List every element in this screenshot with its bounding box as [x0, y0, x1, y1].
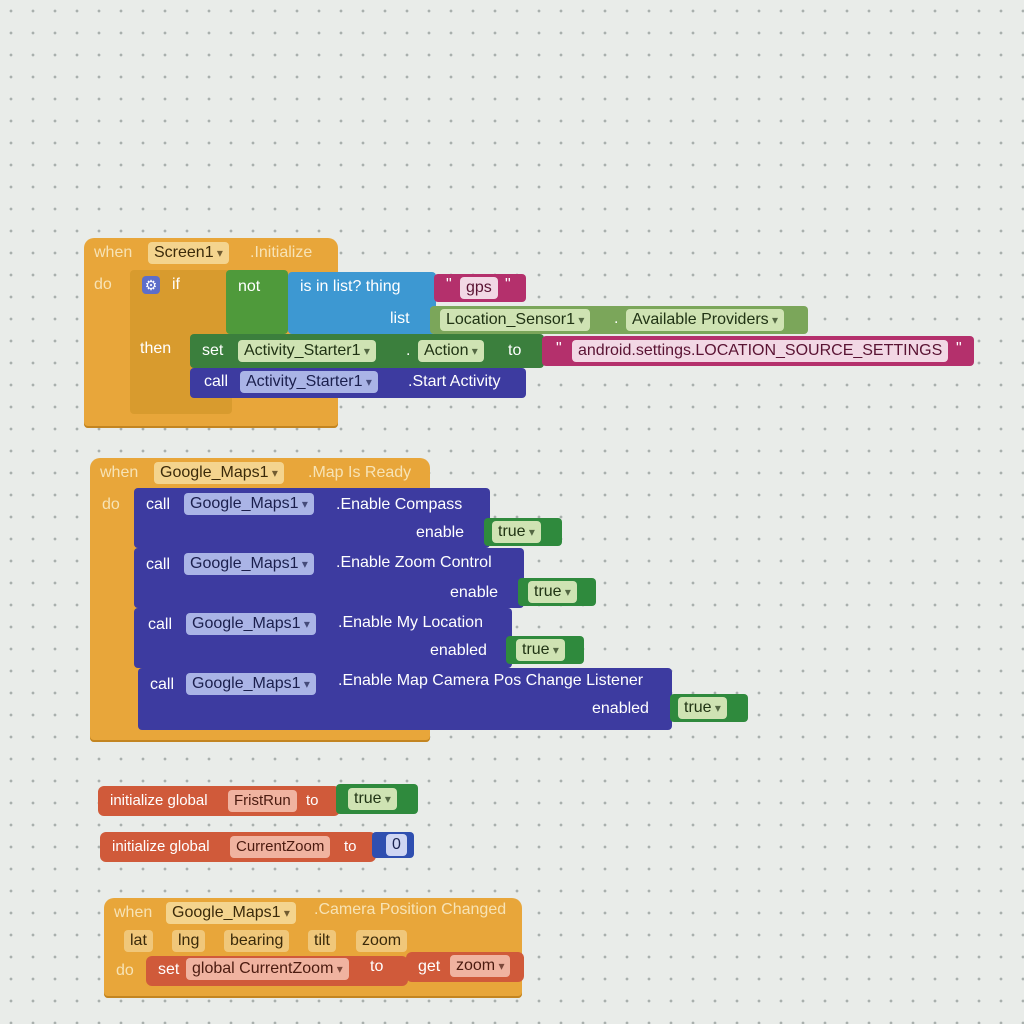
- true-dropdown[interactable]: true: [516, 639, 565, 661]
- to-label: to: [306, 792, 319, 809]
- initialize-global-label: initialize global: [112, 838, 210, 855]
- param-label: enabled: [592, 700, 649, 717]
- get-label: get: [418, 958, 441, 975]
- true-dropdown[interactable]: true: [492, 521, 541, 543]
- when-label: when: [100, 464, 139, 481]
- is-in-list-label: is in list? thing: [300, 278, 401, 295]
- method-name: .Enable Zoom Control: [336, 554, 492, 571]
- true-dropdown[interactable]: true: [528, 581, 577, 603]
- set-variable-dropdown[interactable]: global CurrentZoom: [186, 958, 349, 980]
- true-dropdown[interactable]: true: [678, 697, 727, 719]
- variable-name-field[interactable]: FristRun: [228, 790, 297, 812]
- text-action-value[interactable]: android.settings.LOCATION_SOURCE_SETTING…: [572, 340, 949, 362]
- not-label: not: [238, 278, 261, 295]
- call-component-dropdown[interactable]: Activity_Starter1: [240, 371, 378, 393]
- do-label: do: [94, 276, 112, 293]
- close-quote: ": [505, 276, 511, 293]
- when-label: when: [114, 904, 153, 921]
- is-in-list-block[interactable]: [288, 272, 436, 334]
- initialize-global-label: initialize global: [110, 792, 208, 809]
- call-label: call: [150, 676, 175, 693]
- do-label: do: [102, 496, 120, 513]
- call-label: call: [204, 373, 229, 390]
- open-quote: ": [556, 340, 562, 357]
- gear-icon[interactable]: ⚙: [142, 276, 160, 294]
- maps-component-dropdown[interactable]: Google_Maps1: [184, 493, 314, 515]
- param-lat[interactable]: lat: [124, 930, 153, 952]
- method-name: .Enable Compass: [336, 496, 463, 513]
- call-label: call: [146, 556, 171, 573]
- initialize-global-block[interactable]: [98, 786, 340, 816]
- component-dropdown[interactable]: Screen1: [148, 242, 229, 264]
- text-gps-value[interactable]: gps: [460, 277, 498, 299]
- set-component-dropdown[interactable]: Activity_Starter1: [238, 340, 376, 362]
- when-label: when: [94, 244, 133, 261]
- location-sensor-dropdown[interactable]: Location_Sensor1: [440, 309, 591, 331]
- param-label: enable: [416, 524, 465, 541]
- method-name: .Enable My Location: [338, 614, 483, 631]
- event-name: .Initialize: [250, 244, 313, 261]
- set-property-dropdown[interactable]: Action: [418, 340, 484, 362]
- param-tilt[interactable]: tilt: [308, 930, 336, 952]
- number-value[interactable]: 0: [386, 834, 407, 856]
- call-label: call: [146, 496, 171, 513]
- then-label: then: [140, 340, 172, 357]
- list-label: list: [390, 310, 410, 327]
- get-variable-dropdown[interactable]: zoom: [450, 955, 511, 977]
- set-label: set: [158, 961, 180, 978]
- param-label: enabled: [430, 642, 487, 659]
- maps-component-dropdown[interactable]: Google_Maps1: [184, 553, 314, 575]
- param-label: enable: [450, 584, 499, 601]
- call-label: call: [148, 616, 173, 633]
- true-dropdown[interactable]: true: [348, 788, 397, 810]
- set-label: set: [202, 342, 224, 359]
- variable-name-field[interactable]: CurrentZoom: [230, 836, 331, 858]
- close-quote: ": [956, 340, 962, 357]
- maps-component-dropdown[interactable]: Google_Maps1: [186, 673, 316, 695]
- not-block[interactable]: [226, 270, 288, 334]
- component-dropdown[interactable]: Google_Maps1: [154, 462, 284, 484]
- dot-separator: .: [614, 310, 619, 327]
- method-name: .Enable Map Camera Pos Change Listener: [338, 672, 644, 689]
- set-dot: .: [406, 342, 411, 359]
- call-method-name: .Start Activity: [408, 373, 501, 390]
- to-label: to: [344, 838, 357, 855]
- param-zoom[interactable]: zoom: [356, 930, 408, 952]
- if-label: if: [172, 276, 180, 293]
- param-lng[interactable]: lng: [172, 930, 206, 952]
- maps-component-dropdown[interactable]: Google_Maps1: [186, 613, 316, 635]
- component-dropdown[interactable]: Google_Maps1: [166, 902, 296, 924]
- available-providers-dropdown[interactable]: Available Providers: [626, 309, 785, 331]
- open-quote: ": [446, 276, 452, 293]
- event-name: .Map Is Ready: [308, 464, 412, 481]
- event-name: .Camera Position Changed: [314, 901, 507, 918]
- param-bearing[interactable]: bearing: [224, 930, 290, 952]
- to-label: to: [370, 958, 384, 975]
- to-label: to: [508, 342, 522, 359]
- do-label: do: [116, 962, 134, 979]
